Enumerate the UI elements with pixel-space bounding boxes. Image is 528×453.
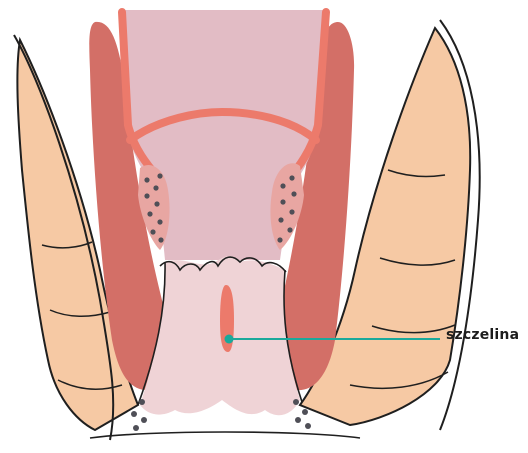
fissure-label: szczelina <box>446 327 519 343</box>
callout-dot <box>225 335 234 344</box>
anal-canal <box>140 256 300 415</box>
baseline <box>90 432 360 438</box>
